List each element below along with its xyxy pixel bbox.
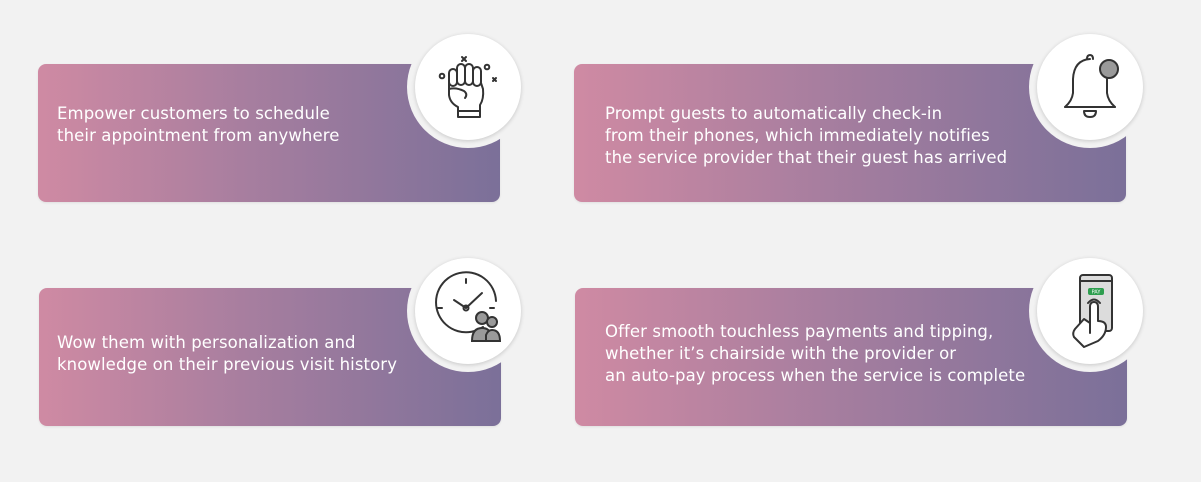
- feature-text-line: from their phones, which immediately not…: [605, 126, 990, 145]
- feature-text-line: an auto-pay process when the service is …: [605, 366, 1026, 385]
- clock-users-icon: [435, 271, 502, 342]
- feature-text-line: Offer smooth touchless payments and tipp…: [605, 322, 994, 341]
- icon-badge-circle: PAY: [1037, 258, 1143, 364]
- icon-badge: [407, 250, 529, 372]
- icon-badge: [407, 26, 529, 148]
- feature-text-line: knowledge on their previous visit histor…: [57, 355, 398, 374]
- feature-text-line: the service provider that their guest ha…: [605, 148, 1008, 167]
- icon-badge-circle: [1037, 34, 1143, 140]
- bell-notification-icon: [1064, 54, 1119, 118]
- raised-fist-icon: [438, 56, 497, 118]
- feature-text-line: whether it’s chairside with the provider…: [605, 344, 957, 363]
- feature-text-line: Prompt guests to automatically check-in: [605, 104, 943, 123]
- feature-text-line: Empower customers to schedule: [57, 104, 330, 123]
- feature-text: Wow them with personalization and knowle…: [57, 332, 397, 376]
- phone-tap-pay-icon: PAY: [1072, 274, 1113, 348]
- feature-text-line: their appointment from anywhere: [57, 126, 340, 145]
- pay-button-icon: [1088, 288, 1104, 295]
- feature-text: Prompt guests to automatically check-in …: [605, 103, 1007, 169]
- icon-badge-circle: [415, 258, 521, 364]
- feature-text-line: Wow them with personalization and: [57, 333, 356, 352]
- feature-text: Offer smooth touchless payments and tipp…: [605, 321, 1025, 387]
- feature-text: Empower customers to schedule their appo…: [57, 103, 340, 147]
- icon-badge-circle: [415, 34, 521, 140]
- icon-badge: [1029, 26, 1151, 148]
- pay-button-label: PAY: [1092, 290, 1102, 296]
- icon-badge: PAY: [1029, 250, 1151, 372]
